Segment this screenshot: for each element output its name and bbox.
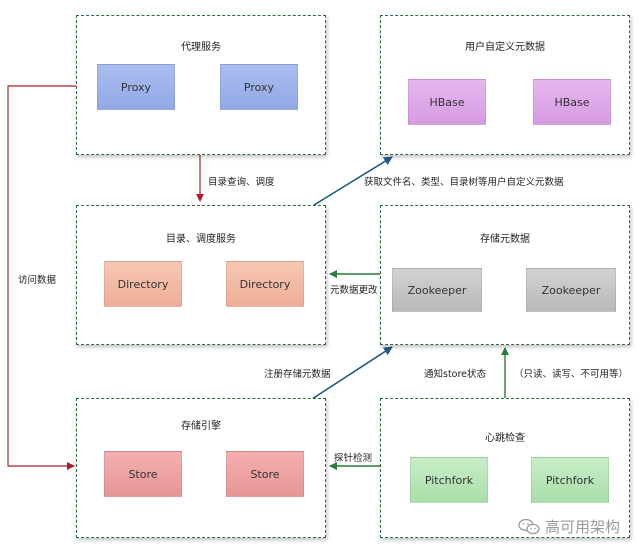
- store-states-label: （只读、读写、不可用等）: [514, 369, 629, 380]
- notify-store-state-label: 通知store状态: [424, 369, 487, 380]
- watermark-text: 高可用架构: [544, 518, 620, 536]
- proxy-service-group: 代理服务 Proxy Proxy: [76, 15, 326, 155]
- hbase-node-1[interactable]: HBase: [408, 79, 486, 125]
- hbase-node-2[interactable]: HBase: [533, 79, 611, 125]
- storage-engine-group: 存储引擎 Store Store: [76, 398, 326, 538]
- probe-detect-label: 探针检测: [334, 453, 373, 464]
- proxy-service-title: 代理服务: [181, 42, 221, 53]
- user-metadata-group: 用户自定义元数据 HBase HBase: [380, 15, 630, 155]
- pitchfork-node-2[interactable]: Pitchfork: [531, 457, 609, 503]
- metadata-change-label: 元数据更改: [330, 285, 378, 296]
- directory-service-group: 目录、调度服务 Directory Directory: [76, 205, 326, 345]
- storage-engine-title: 存储引擎: [181, 421, 221, 432]
- wechat-icon: [518, 518, 540, 534]
- store-node-1[interactable]: Store: [104, 451, 182, 497]
- register-metadata-arrow: [311, 346, 393, 400]
- pitchfork-node-1[interactable]: Pitchfork: [410, 457, 488, 503]
- access-data-label: 访问数据: [18, 275, 57, 286]
- heartbeat-check-title: 心跳检查: [485, 433, 525, 444]
- directory-node-1[interactable]: Directory: [104, 261, 182, 307]
- fetch-metadata-label: 获取文件名、类型、目录树等用户自定义元数据: [364, 177, 564, 188]
- proxy-node-2[interactable]: Proxy: [220, 64, 298, 110]
- proxy-node-1[interactable]: Proxy: [97, 64, 175, 110]
- watermark: 高可用架构: [518, 516, 620, 537]
- directory-service-title: 目录、调度服务: [166, 234, 236, 245]
- storage-metadata-group: 存储元数据 Zookeeper Zookeeper: [380, 205, 630, 345]
- user-metadata-title: 用户自定义元数据: [465, 42, 545, 53]
- heartbeat-check-group: 心跳检查 Pitchfork Pitchfork: [380, 398, 630, 538]
- zookeeper-node-2[interactable]: Zookeeper: [526, 268, 616, 312]
- fetch-metadata-arrow: [313, 156, 393, 206]
- zookeeper-node-1[interactable]: Zookeeper: [392, 268, 482, 312]
- directory-query-label: 目录查询、调度: [208, 177, 275, 188]
- access-data-arrow: [7, 85, 76, 470]
- directory-node-2[interactable]: Directory: [226, 261, 304, 307]
- store-node-2[interactable]: Store: [226, 451, 304, 497]
- storage-metadata-title: 存储元数据: [480, 234, 530, 245]
- register-metadata-label: 注册存储元数据: [264, 369, 331, 380]
